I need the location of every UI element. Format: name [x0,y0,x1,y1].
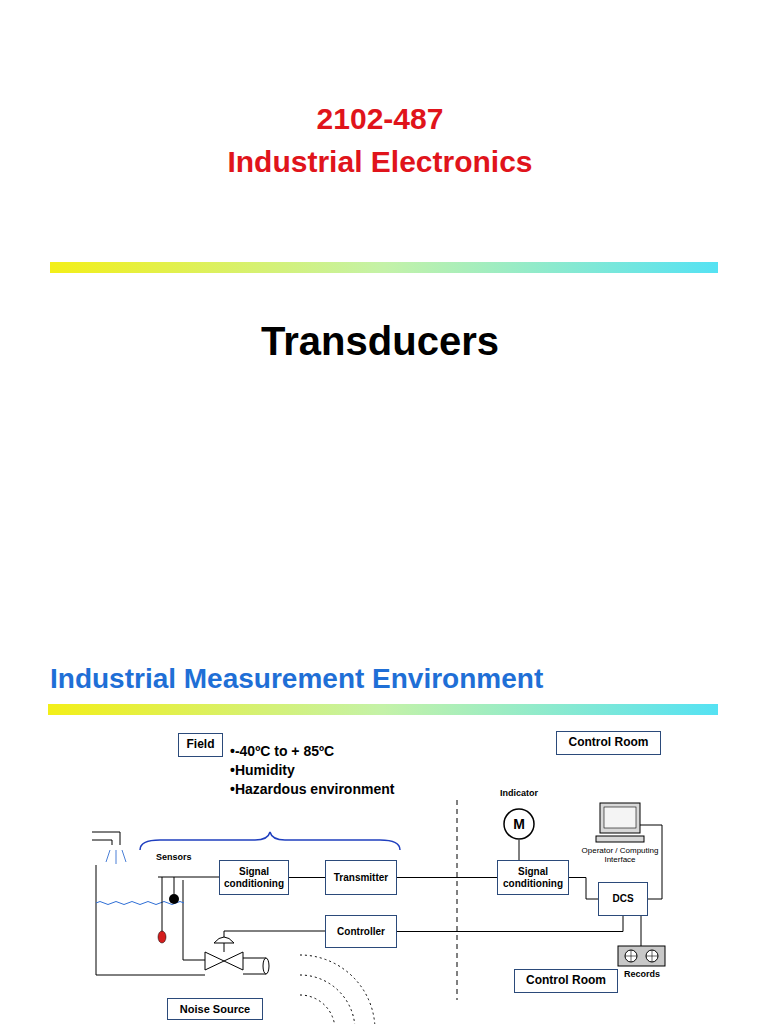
recorder-dial-mark [625,950,658,962]
float-ball [169,894,179,904]
signal-wire [397,877,497,878]
node-text: Field [186,738,214,752]
section-heading: Industrial Measurement Environment [50,663,543,695]
noise-waves [300,955,375,1024]
valve-body [205,952,243,970]
records-wire [641,916,642,946]
gradient-bar [50,262,718,273]
control-valve [205,931,325,974]
spray [106,850,126,864]
valve-signal-wire [224,931,325,932]
node-text: Control Room [569,736,649,750]
process-box: Transmitter [325,860,397,895]
sensor-bar [158,877,219,878]
node-text: Transmitter [334,872,388,884]
signal-wire [289,877,325,878]
process-box: Controller [325,915,397,948]
node-text: Controller [337,926,385,938]
float-sensor [158,877,219,943]
inlet-pipe [92,832,120,845]
node-text: Signal conditioning [224,866,284,889]
noise-wave [300,975,355,1024]
tank [92,832,205,975]
signal-wire [519,840,520,860]
signal-wire [397,916,623,932]
outlet-pipe-end [263,958,269,974]
node-text: M [513,816,525,832]
indicator-meter: IndicatorM [503,808,535,840]
slide-title: Transducers [0,318,760,364]
tank-wall [183,880,205,960]
records-icon [618,916,665,966]
monitor [600,803,640,833]
process-box: DCS [598,882,648,916]
process-box: Signal conditioning [219,860,289,895]
brace [140,832,400,850]
region-tag: Control Room [556,731,661,755]
monitor-screen [604,807,636,828]
meter-circle [504,809,534,839]
sensor-label: Sensors [156,852,192,862]
process-box: Signal conditioning [497,860,569,895]
region-tag: Control Room [514,969,618,993]
node-text: DCS [612,893,633,905]
bullet-note: •-40ºC to + 85ºC [230,743,334,759]
interface-label: Operator / Computing Interface [574,846,666,864]
tank-wall [96,865,205,975]
keyboard [596,836,644,842]
noise-wave [300,995,335,1024]
gradient-bar [48,704,718,715]
noise-wave [300,955,375,1024]
recorder [618,946,665,966]
course-code: 2102-487 [0,102,760,137]
sensor-rod [174,877,175,894]
records-label: Records [624,969,660,979]
valve-actuator [214,937,234,943]
node-heading: Indicator [500,788,538,798]
node-text: Control Room [526,974,606,988]
node-text: Signal conditioning [502,866,564,889]
signal-wire [569,878,598,900]
region-tag: Field [178,733,223,757]
boundary-line [457,800,458,1000]
bullet-note: •Hazardous environment [230,781,394,797]
course-name: Industrial Electronics [0,145,760,180]
sensor-rod [162,877,163,932]
bullet-note: •Humidity [230,762,295,778]
weight [158,931,166,943]
region-tag: Noise Source [167,998,263,1020]
node-text: Noise Source [180,1003,250,1016]
